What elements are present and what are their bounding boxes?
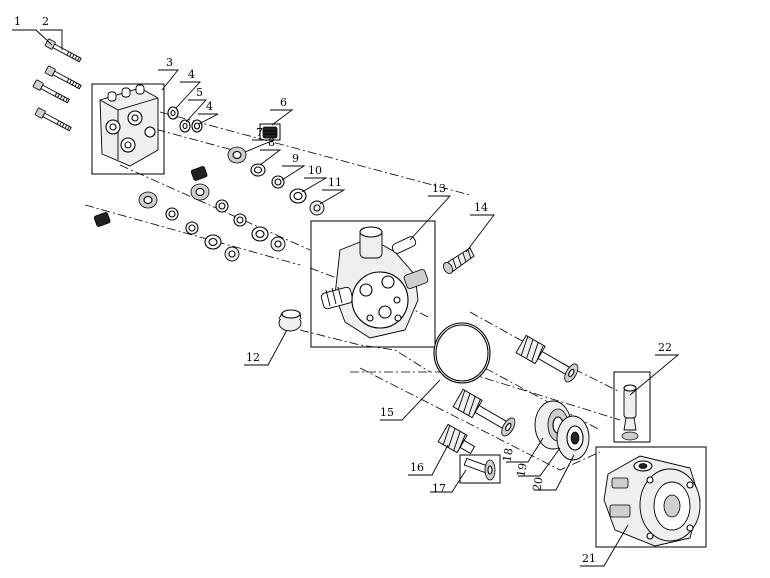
- small-rings-4-5: [167, 106, 203, 133]
- callout-20: 20: [530, 476, 545, 492]
- callout-21: 21: [582, 552, 596, 565]
- callout-6: 6: [280, 96, 287, 109]
- shaft-22: [613, 371, 651, 443]
- filter-14: [443, 247, 475, 274]
- callout-labels: 1 2 3 4 5 4 6 7 8 9 10 11 12 13 14 15 16…: [14, 15, 672, 565]
- callout-9: 9: [292, 152, 299, 165]
- piston-spring-upper: [515, 334, 579, 383]
- callout-16: 16: [410, 461, 424, 474]
- piston-end-17: [459, 454, 501, 484]
- flange-housing-21: [595, 446, 707, 548]
- callout-2: 2: [42, 15, 49, 28]
- seal-row-bottom: [138, 191, 240, 262]
- callout-4b: 4: [206, 100, 213, 113]
- callout-11: 11: [328, 176, 342, 189]
- callout-12: 12: [246, 351, 260, 364]
- check-valves-lower: [93, 166, 208, 227]
- callout-5: 5: [196, 86, 203, 99]
- callout-3: 3: [166, 56, 173, 69]
- pump-body: [310, 220, 436, 348]
- callout-14: 14: [474, 201, 488, 214]
- assembly-axis-lines: [84, 111, 621, 471]
- cap-12: [278, 309, 302, 332]
- leader-lines: [12, 29, 680, 567]
- piston-spring-middle: [452, 388, 516, 437]
- seal-row-middle: [190, 183, 286, 252]
- callout-7: 7: [256, 126, 263, 139]
- bearing-19: [556, 415, 590, 461]
- seal-row-top: [227, 146, 325, 216]
- callout-19: 19: [514, 462, 529, 478]
- callout-10: 10: [308, 164, 322, 177]
- piston-spring-lower: [437, 423, 476, 455]
- bolt-set: [32, 38, 82, 132]
- callout-15: 15: [380, 406, 394, 419]
- callout-18: 18: [500, 447, 515, 463]
- callout-8: 8: [268, 136, 275, 149]
- callout-17: 17: [432, 482, 446, 495]
- callout-13: 13: [432, 182, 446, 195]
- callout-1: 1: [14, 15, 21, 28]
- callout-22: 22: [658, 341, 672, 354]
- callout-4: 4: [188, 68, 195, 81]
- o-ring-15: [433, 322, 491, 384]
- manifold-head: [91, 83, 165, 175]
